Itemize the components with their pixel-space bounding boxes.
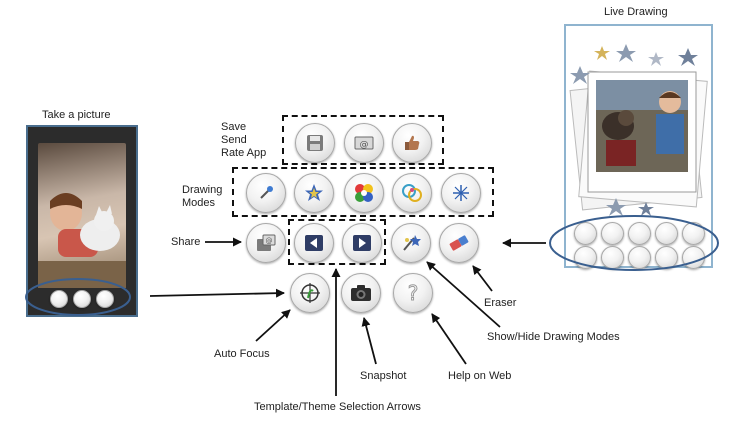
pattern-mode-button[interactable] [392, 173, 432, 213]
question-mark-icon: ? [407, 282, 419, 304]
live-drawing-label: Live Drawing [604, 6, 668, 18]
show-hide-modes-button[interactable] [391, 223, 431, 263]
mini-flowers-button[interactable] [628, 222, 651, 245]
mini-star-button[interactable] [601, 222, 624, 245]
eraser-button[interactable] [439, 223, 479, 263]
sparkle-mode-button[interactable] [441, 173, 481, 213]
phone-focus-button[interactable] [50, 290, 68, 308]
email-icon: @ [354, 136, 374, 150]
template-arrows-label: Template/Theme Selection Arrows [254, 401, 421, 413]
save-button[interactable] [295, 123, 335, 163]
star-mode-button[interactable] [294, 173, 334, 213]
svg-text:?: ? [408, 282, 419, 304]
flower-mode-button[interactable] [344, 173, 384, 213]
drawing-modes-group [232, 167, 494, 217]
mini-brush-button[interactable] [574, 222, 597, 245]
snapshot-arrow [361, 317, 377, 365]
auto-focus-button[interactable] [290, 273, 330, 313]
star-stamp-icon [305, 184, 323, 201]
help-arrow [431, 313, 467, 365]
brush-mode-button[interactable] [246, 173, 286, 213]
camera-preview-photo [38, 143, 126, 288]
take-picture-label: Take a picture [42, 109, 111, 121]
help-button[interactable]: ? [393, 273, 433, 313]
camera-phone-screenshot [26, 125, 138, 317]
snapshot-label: Snapshot [360, 370, 407, 382]
mini-show-hide-button[interactable] [655, 246, 678, 269]
send-button[interactable]: @ [344, 123, 384, 163]
mini-sparkle-button[interactable] [682, 222, 705, 245]
pattern-stamp-icon [402, 184, 422, 202]
left-arrow-icon [305, 235, 323, 251]
template-arrows-group [288, 219, 386, 265]
drawing-phone-screenshot [564, 24, 713, 269]
svg-text:@: @ [360, 140, 369, 150]
save-label: Save [221, 121, 247, 133]
camera-icon [351, 285, 371, 301]
rate-app-label: Rate App [221, 147, 267, 159]
mini-prev-button[interactable] [601, 246, 624, 269]
next-template-button[interactable] [342, 223, 382, 263]
child-and-cat-photo [38, 193, 126, 288]
help-on-web-label: Help on Web [448, 370, 512, 382]
right-arrow-icon [353, 235, 371, 251]
floppy-disk-icon [307, 135, 323, 151]
rate-app-button[interactable] [392, 123, 432, 163]
eraser-icon [449, 235, 469, 251]
send-label: Send [221, 134, 247, 146]
drawing-modes-label: Drawing Modes [182, 184, 223, 209]
drawing-canvas [569, 44, 708, 216]
share-button[interactable]: @ [246, 223, 286, 263]
phone-camera-button[interactable] [73, 290, 91, 308]
snapshot-button[interactable] [341, 273, 381, 313]
thumbs-up-icon [405, 135, 420, 150]
save-send-rate-labels: Save Send Rate App [221, 121, 266, 160]
flower-stamp-icon [355, 184, 373, 202]
auto-focus-icon [300, 283, 320, 303]
mini-eraser-button[interactable] [682, 246, 705, 269]
auto-focus-label: Auto Focus [214, 348, 270, 360]
share-icon: @ [257, 234, 276, 251]
svg-text:@: @ [266, 237, 273, 245]
brush-icon [260, 186, 273, 199]
sparkle-icon [453, 185, 469, 201]
phone-help-button[interactable] [96, 290, 114, 308]
show-hide-arrow [426, 261, 501, 328]
previous-template-button[interactable] [294, 223, 334, 263]
phone-to-controls-arrow [149, 288, 285, 298]
save-send-rate-group [282, 115, 444, 165]
share-label: Share [171, 236, 201, 248]
auto-focus-arrow [255, 309, 291, 342]
show-hide-modes-icon [403, 235, 421, 251]
mini-pattern-button[interactable] [655, 222, 678, 245]
eraser-arrow [472, 265, 493, 292]
mini-share-button[interactable] [574, 246, 597, 269]
show-hide-label: Show/Hide Drawing Modes [487, 331, 620, 343]
mini-next-button[interactable] [628, 246, 651, 269]
eraser-label: Eraser [484, 297, 517, 309]
